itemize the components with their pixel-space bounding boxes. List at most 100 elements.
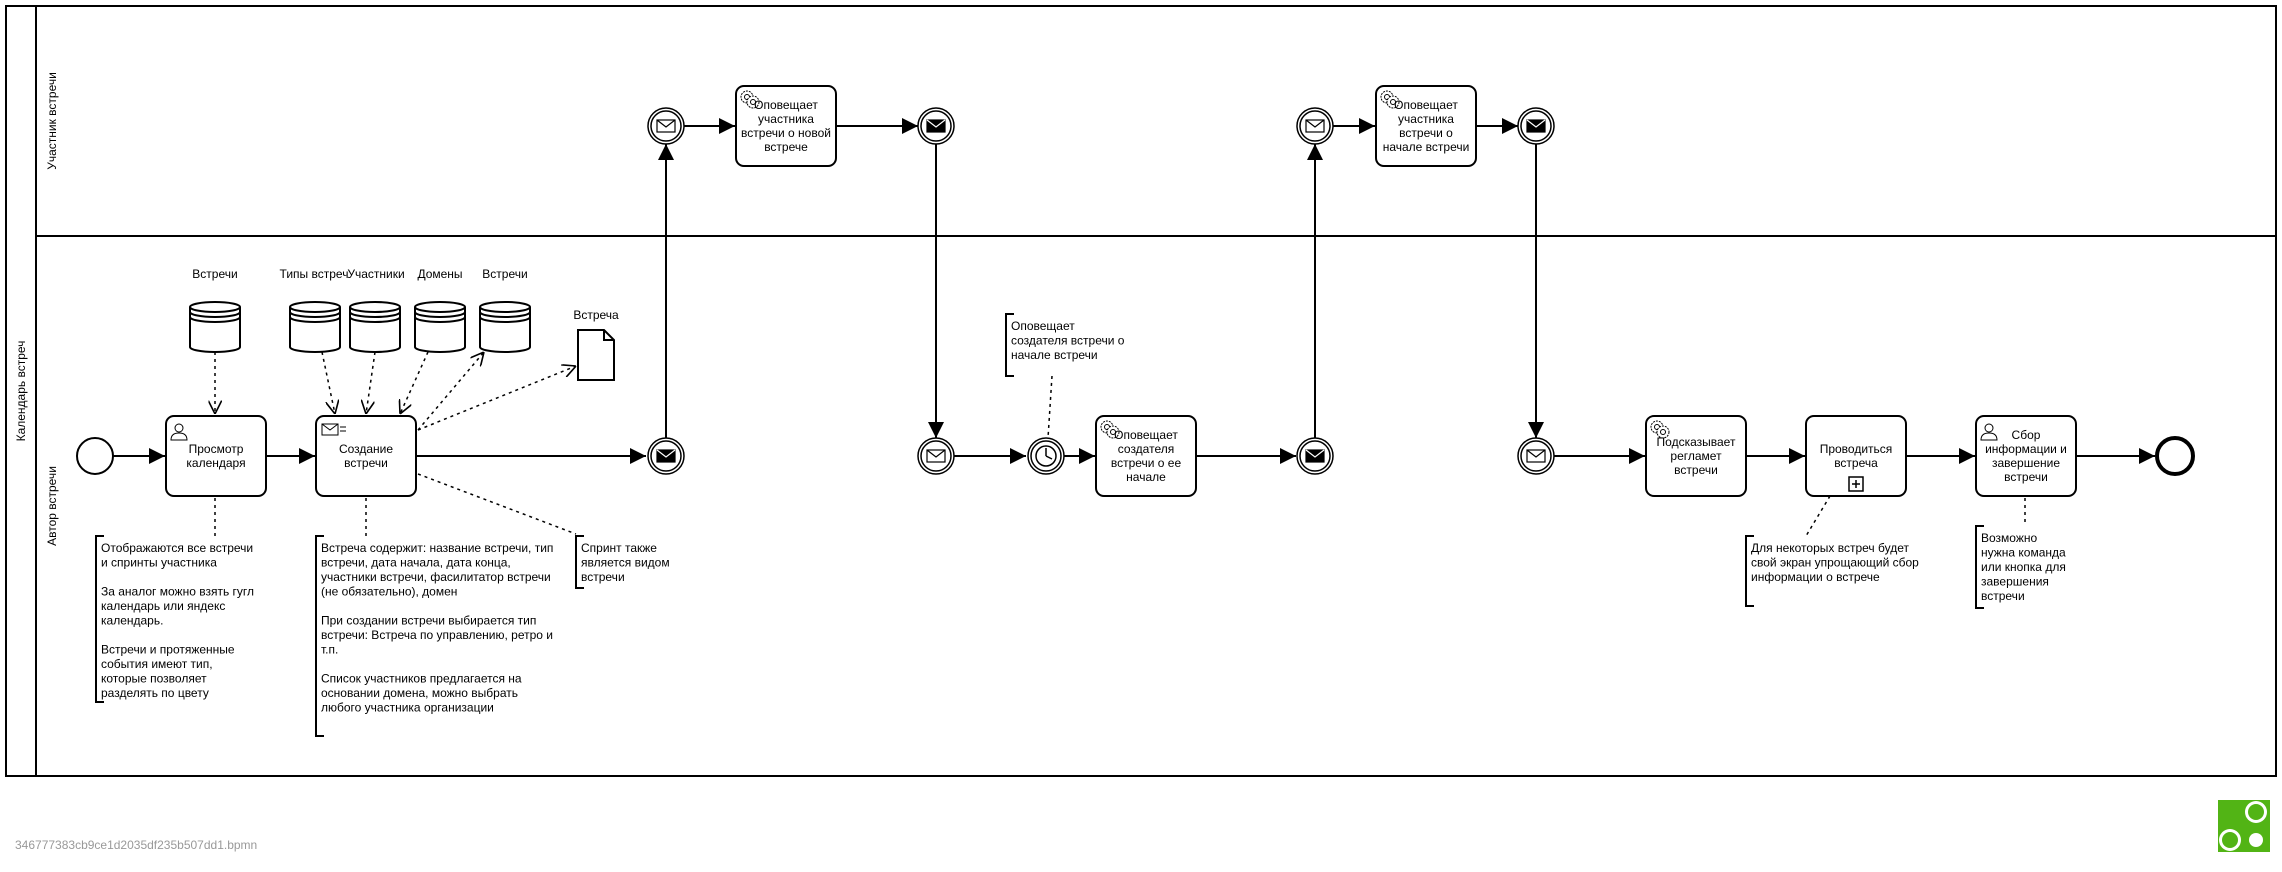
annotation-line: Возможно [1981, 531, 2037, 545]
task-label-line: Создание [339, 442, 393, 456]
annotation-line: начале встречи [1011, 348, 1098, 362]
service-task-icon [1650, 420, 1670, 439]
task-label-line: календаря [186, 456, 245, 470]
data-store-2[interactable] [349, 301, 401, 353]
envelope-icon [1526, 449, 1546, 463]
annotation-line: разделять по цвету [101, 686, 209, 700]
task-label-line: завершение [1992, 456, 2060, 470]
envelope-icon [656, 449, 676, 463]
message-throw-event[interactable] [917, 107, 955, 145]
annotation-line: Встреча содержит: название встречи, тип [321, 541, 553, 555]
message-catch-event[interactable] [917, 437, 955, 475]
task-label-line: создателя [1118, 442, 1174, 456]
task-label-line: встречи [1674, 463, 1718, 477]
pool-label: Календарь встреч [14, 341, 28, 442]
annotation-line: При создании встречи выбирается тип [321, 614, 536, 628]
envelope-icon [926, 449, 946, 463]
text-annotation-1[interactable]: Встреча содержит: название встречи, типв… [315, 535, 553, 737]
timer-event[interactable] [1027, 437, 1065, 475]
task-label-line: Проводиться [1820, 442, 1893, 456]
annotation-line: завершения [1981, 575, 2049, 589]
annotation-line: Отображаются все встречи [101, 541, 253, 555]
task-label-line: участника [1398, 112, 1454, 126]
tasks: ПросмотркалендаряСозданиевстречиОповещае… [165, 85, 2077, 497]
annotation-line: встречи [1981, 589, 2025, 603]
annotation-line: календарь. [101, 614, 163, 628]
pool: Календарь встреч Участник встречи Автор … [5, 5, 2277, 777]
user-task-icon [170, 423, 188, 441]
data-store-1[interactable] [289, 301, 341, 353]
annotation-line: встречи [581, 570, 625, 584]
task-label-line: Сбор [2012, 428, 2041, 442]
task-label-line: встречи [344, 456, 388, 470]
annotation-line: Встречи и протяженные [101, 643, 235, 657]
annotation-line: календарь или яндекс [101, 599, 225, 613]
annotation-line: создателя встречи о [1011, 334, 1125, 348]
message-catch-event[interactable] [1517, 437, 1555, 475]
message-throw-event[interactable] [1296, 437, 1334, 475]
data-object[interactable] [577, 329, 615, 381]
bpmn-io-logo-icon[interactable] [2218, 800, 2270, 852]
envelope-icon [1526, 119, 1546, 133]
message-throw-event[interactable] [1517, 107, 1555, 145]
annotation-line: встречи, дата начала, дата конца, [321, 556, 511, 570]
annotation-associations [214, 375, 2026, 537]
task-label-line: участника [758, 112, 814, 126]
annotation-line: Спринт также [581, 541, 657, 555]
end-event[interactable] [2155, 436, 2195, 476]
annotation-line: участники встречи, фасилитатор встречи [321, 570, 551, 584]
envelope-icon [1305, 449, 1325, 463]
service-task-icon [740, 90, 760, 109]
annotation-line: т.п. [321, 643, 338, 657]
user-task-icon [1980, 423, 1998, 441]
task-label-line: Просмотр [189, 442, 244, 456]
sequence-flows [113, 118, 2155, 464]
annotation-line: или кнопка для [1981, 560, 2066, 574]
envelope-icon [656, 119, 676, 133]
data-store-label: Встречи [192, 267, 237, 281]
task-label-line: встреча [1834, 456, 1878, 470]
message-catch-event[interactable] [647, 107, 685, 145]
annotation-line: Список участников предлагается на [321, 672, 522, 686]
annotation-line: (не обязательно), домен [321, 585, 457, 599]
message-throw-event[interactable] [647, 437, 685, 475]
data-store-label: Встречи [482, 267, 527, 281]
data-store-0[interactable] [189, 301, 241, 353]
diagram-id: 346777383cb9ce1d2035df235b507dd1.bpmn [15, 838, 257, 852]
data-store-3[interactable] [414, 301, 466, 353]
service-task-icon [1380, 90, 1400, 109]
subprocess-marker-icon [1848, 476, 1864, 492]
annotation-line: которые позволяет [101, 672, 207, 686]
annotation-line: любого участника организации [321, 701, 494, 715]
envelope-icon [1305, 119, 1325, 133]
envelope-icon [926, 119, 946, 133]
task-label-line: начале [1126, 470, 1166, 484]
task-label-line: начале встречи [1383, 140, 1470, 154]
data-store-label: Участники [347, 267, 404, 281]
data-store-label: Типы встреч [280, 267, 349, 281]
task-label-line: встречи [2004, 470, 2048, 484]
annotation-line: является видом [581, 556, 670, 570]
task-label-line: встречи о новой [741, 126, 831, 140]
start-event[interactable] [76, 437, 114, 475]
message-events [647, 107, 1555, 475]
data-store-4[interactable] [479, 301, 531, 353]
message-catch-event[interactable] [1296, 107, 1334, 145]
annotation-line: За аналог можно взять гугл [101, 585, 254, 599]
